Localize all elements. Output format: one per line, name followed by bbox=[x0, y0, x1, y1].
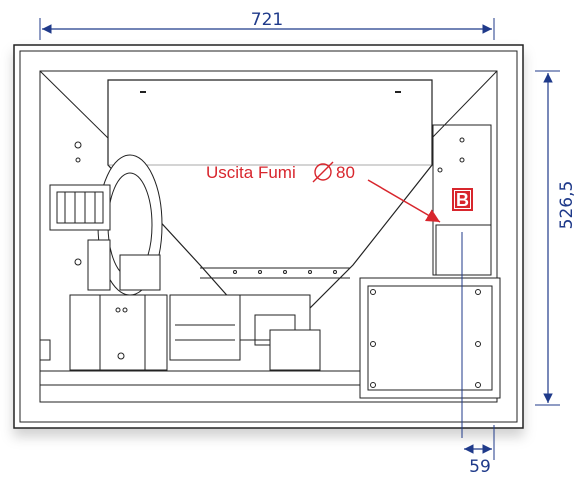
height-label: 526,5 bbox=[557, 181, 577, 230]
arrow-icon bbox=[367, 179, 441, 223]
callout-label: Uscita Fumi bbox=[206, 163, 296, 182]
control-boxes bbox=[39, 294, 168, 371]
height-dimension: 526,5 bbox=[535, 70, 577, 406]
flue-callout: Uscita Fumi 80 bbox=[206, 161, 441, 223]
inner-cabinet bbox=[39, 70, 498, 403]
offset-dimension: 59 bbox=[464, 425, 495, 477]
offset-label: 59 bbox=[469, 457, 491, 477]
diameter-icon bbox=[312, 161, 334, 183]
width-dimension: 721 bbox=[39, 10, 495, 40]
width-label: 721 bbox=[251, 10, 283, 30]
blower-motor bbox=[49, 141, 163, 296]
diameter-value: 80 bbox=[336, 163, 355, 182]
badge-label: B bbox=[456, 190, 469, 210]
right-panel bbox=[359, 277, 501, 399]
burner-assembly bbox=[169, 267, 350, 371]
connection-badge: B bbox=[452, 188, 473, 211]
